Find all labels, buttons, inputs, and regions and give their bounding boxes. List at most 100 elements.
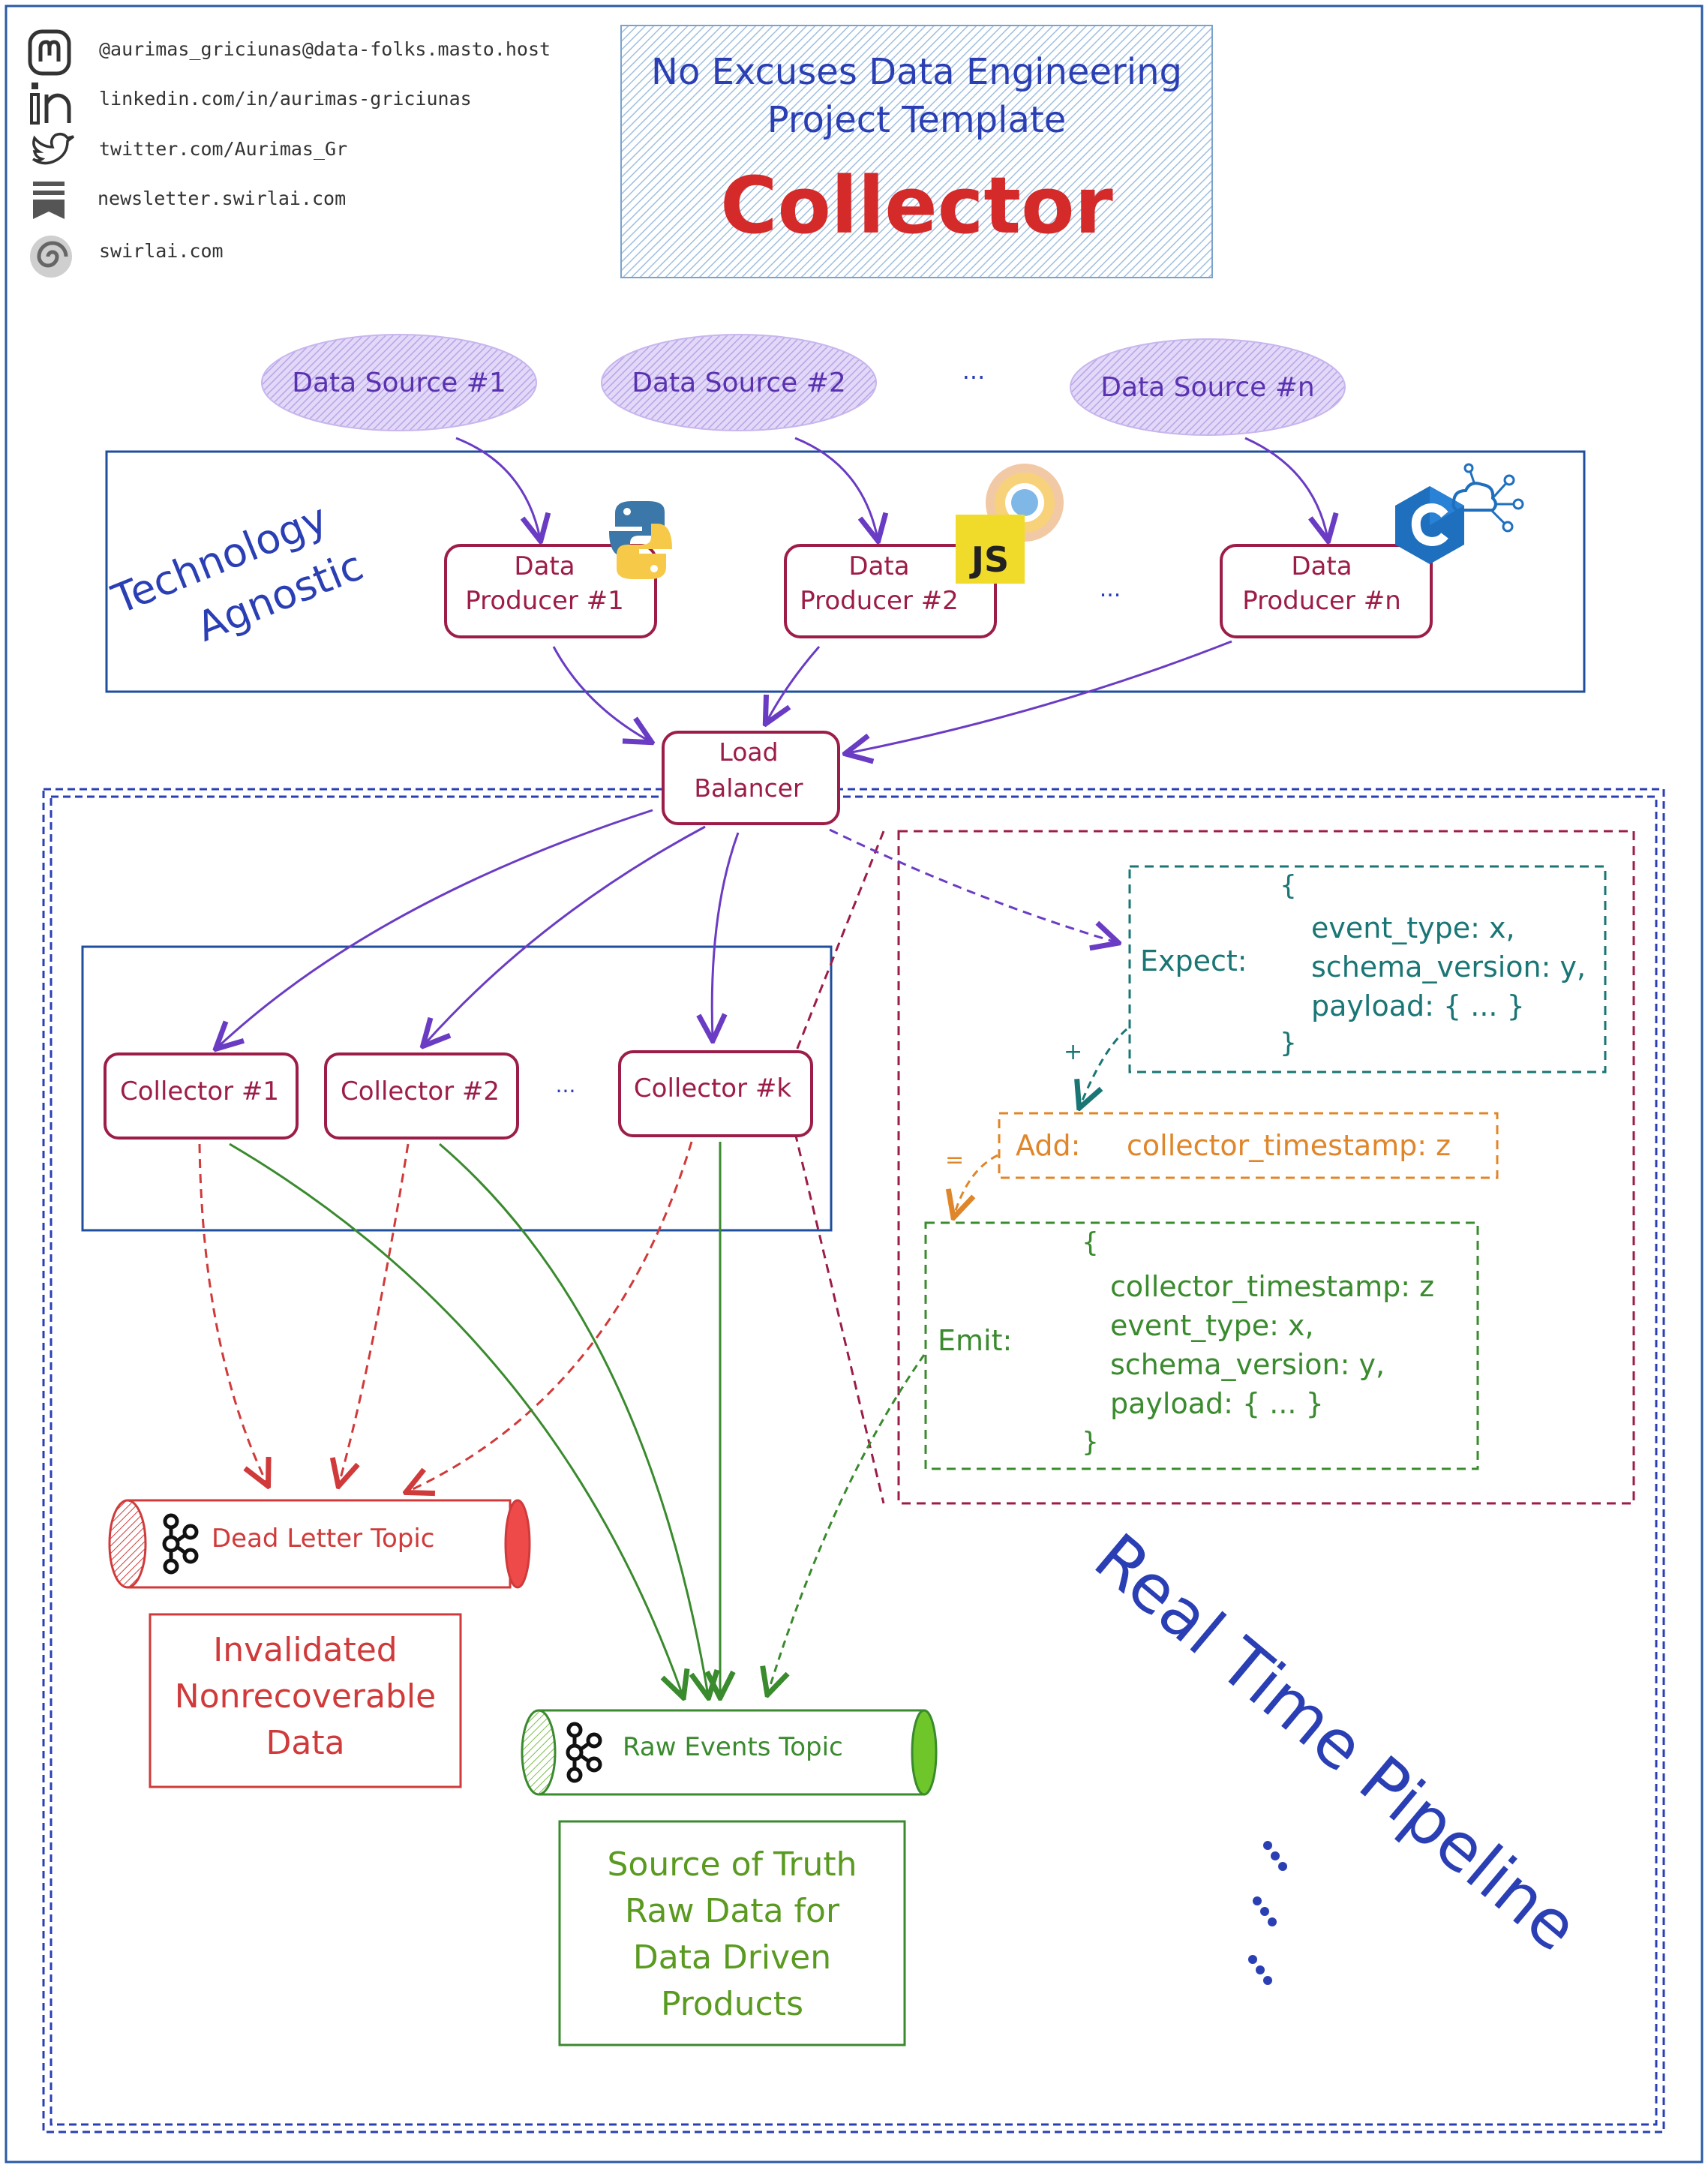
producer-2-line-2: Producer #2: [800, 586, 959, 616]
producer-1-line-1: Data: [514, 551, 575, 581]
producer-arrows: [552, 640, 1232, 753]
title-card: No Excuses Data Engineering Project Temp…: [620, 25, 1213, 278]
title-line-2: Project Template: [767, 99, 1067, 141]
plus-sign: +: [1064, 1039, 1082, 1065]
mastodon-handle[interactable]: @aurimas_griciunas@data-folks.masto.host: [99, 38, 551, 60]
balancer-arrows: [218, 809, 1116, 1047]
page-frame: [5, 5, 1703, 2163]
emit-label: Emit:: [938, 1324, 1012, 1357]
python-logo-icon: [609, 501, 672, 579]
collector-2-label: Collector #2: [341, 1076, 500, 1107]
producer-2-line-1: Data: [848, 551, 909, 581]
data-source-1-label: Data Source #1: [292, 368, 506, 398]
load-balancer-line-2: Balancer: [694, 773, 803, 803]
mastodon-icon: [28, 29, 71, 76]
expect-close-brace: }: [1280, 1028, 1297, 1058]
add-box: Add: collector_timestamp: z: [998, 1112, 1499, 1179]
emit-line-2: event_type: x,: [1110, 1309, 1314, 1342]
emit-line-1: collector_timestamp: z: [1110, 1270, 1434, 1303]
load-balancer-line-1: Load: [719, 737, 778, 767]
twitter-link[interactable]: twitter.com/Aurimas_Gr: [99, 138, 347, 160]
equals-sign: =: [945, 1147, 964, 1173]
data-source-2: [601, 334, 877, 431]
collector-k-label: Collector #k: [634, 1073, 791, 1104]
newsletter-link[interactable]: newsletter.swirlai.com: [98, 188, 346, 209]
producers: Data Producer #1 Data Producer #2 ... Da…: [444, 544, 1433, 638]
expect-open-brace: {: [1280, 870, 1297, 901]
producers-group-box: [105, 450, 1586, 693]
csharp-logo-icon: [1395, 463, 1524, 564]
dead-letter-label: Dead Letter Topic: [212, 1524, 434, 1554]
expect-line-3: payload: { ... }: [1311, 989, 1525, 1022]
truth-line-1: Source of Truth: [607, 1845, 857, 1884]
pipeline-container-inner: [50, 795, 1658, 2126]
add-value: collector_timestamp: z: [1127, 1129, 1451, 1162]
swirlai-link[interactable]: swirlai.com: [99, 240, 224, 262]
producers-ellipsis: ...: [1100, 576, 1121, 602]
emit-box: Emit: { collector_timestamp: z event_typ…: [924, 1221, 1479, 1470]
data-source-n-label: Data Source #n: [1100, 372, 1314, 403]
truth-line-3: Data Driven: [633, 1938, 831, 1977]
invalidated-line-1: Invalidated: [213, 1631, 397, 1669]
add-label: Add:: [1016, 1129, 1080, 1162]
pipeline-container-outer: [42, 788, 1665, 2133]
dead-letter-arrows: [198, 1141, 693, 1491]
social-links: @aurimas_griciunas@data-folks.masto.host…: [28, 29, 551, 278]
validation-panel: [897, 830, 1635, 1505]
invalidated-line-2: Nonrecoverable: [175, 1677, 436, 1716]
swirlai-icon: [30, 236, 72, 278]
source-arrows: [455, 437, 1328, 539]
sources-ellipsis: ...: [962, 356, 986, 385]
collector-1-label: Collector #1: [120, 1076, 279, 1107]
newsletter-icon: [33, 182, 65, 219]
collectors-group-box: [81, 945, 833, 1232]
expect-box: Expect: { event_type: x, schema_version:…: [1128, 865, 1607, 1073]
raw-events-label: Raw Events Topic: [623, 1732, 843, 1762]
linkedin-icon: [30, 83, 71, 125]
raw-events-arrows: [229, 1142, 720, 1695]
truth-line-4: Products: [661, 1985, 803, 2023]
data-source-2-label: Data Source #2: [632, 368, 846, 398]
kafka-icon: [566, 1722, 602, 1783]
producer-2-box: [784, 544, 997, 638]
collectors: Collector #1 Collector #2 ... Collector …: [104, 1050, 813, 1140]
emit-to-raw-arrow: [768, 1354, 926, 1692]
truth-line-2: Raw Data for: [625, 1892, 840, 1930]
invalidated-data-box: Invalidated Nonrecoverable Data: [149, 1613, 462, 1788]
twitter-icon: [32, 132, 75, 165]
pipeline-continuation-dots: [1248, 1841, 1287, 1985]
collector-k-box: [618, 1050, 813, 1137]
data-source-n: [1070, 338, 1346, 436]
expect-to-add-arrow: [1080, 1028, 1127, 1106]
collector-1-box: [104, 1052, 299, 1140]
raw-events-topic: Raw Events Topic: [521, 1709, 938, 1796]
source-of-truth-box: Source of Truth Raw Data for Data Driven…: [558, 1820, 906, 2046]
emit-close-brace: }: [1082, 1427, 1099, 1458]
svg-text:JS: JS: [969, 539, 1009, 580]
javascript-logo-icon: JS: [956, 464, 1064, 584]
invalidated-line-3: Data: [266, 1724, 344, 1762]
data-source-1: [261, 334, 537, 431]
expect-line-2: schema_version: y,: [1311, 950, 1586, 983]
expect-label: Expect:: [1140, 944, 1247, 977]
collectors-ellipsis: ...: [556, 1073, 576, 1098]
expect-line-1: event_type: x,: [1311, 911, 1515, 944]
validation-zoom-line-bottom: [794, 1132, 885, 1504]
collector-2-box: [324, 1052, 519, 1140]
emit-line-3: schema_version: y,: [1110, 1348, 1385, 1381]
producer-n-line-1: Data: [1291, 551, 1352, 581]
dead-letter-topic: Dead Letter Topic: [108, 1499, 531, 1589]
kafka-icon: [162, 1513, 199, 1575]
producer-1-line-2: Producer #1: [465, 586, 624, 616]
emit-line-4: payload: { ... }: [1110, 1387, 1324, 1420]
title-line-1: No Excuses Data Engineering: [651, 51, 1182, 93]
producer-n-line-2: Producer #n: [1242, 586, 1401, 616]
emit-open-brace: {: [1082, 1227, 1099, 1258]
data-sources: Data Source #1 Data Source #2 ... Data S…: [261, 334, 1346, 436]
pipeline-label: Real Time Pipeline: [1080, 1518, 1592, 1966]
validation-zoom-line-top: [794, 830, 885, 1055]
title-main: Collector: [720, 160, 1113, 251]
load-balancer-box: [662, 731, 840, 825]
linkedin-link[interactable]: linkedin.com/in/aurimas-griciunas: [99, 88, 472, 110]
